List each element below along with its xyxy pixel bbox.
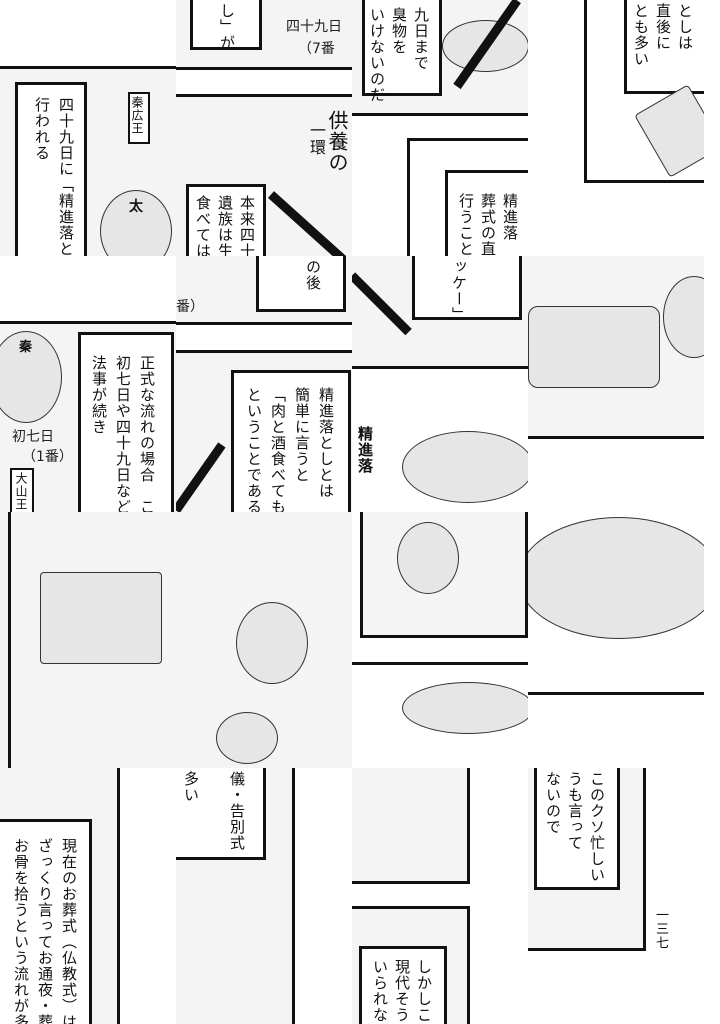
tile-r0c0: 四十九日に「精進落とし 行われる 秦広王 太 (0, 0, 176, 256)
caption-box: 四十九日に「精進落とし 行われる (15, 82, 87, 256)
altar-illustration (40, 572, 162, 664)
caption-text: 正式な流れの場合 こ (138, 355, 156, 512)
caption-text: 精進落 (501, 193, 519, 241)
food-plate-illustration (442, 20, 528, 72)
caption-handwritten: （7番 (298, 41, 335, 57)
caption-box: し」が (190, 0, 262, 51)
caption-box: の後 (256, 256, 346, 312)
caption-box: 儀・告別式・ 多い (176, 768, 266, 867)
caption-text: とも多い (632, 3, 650, 67)
tile-r0c2: 九日まで 臭物を いけないのだ 精進落 葬式の直 行うこと (352, 0, 528, 256)
caption-handwritten: 初七日 (12, 429, 54, 445)
side-text: 供養の (325, 110, 349, 173)
caption-text: 行うこと (457, 193, 475, 256)
panel (352, 768, 470, 884)
tile-r1c1: 番） の後 精進落としとは 簡単に言うと 「肉と酒食べてもオ ということである (176, 256, 352, 512)
king-label-text: 秦広王 (130, 96, 144, 135)
caption-text: 「肉と酒食べてもオ (269, 387, 287, 512)
caption-text: ッケー」 (450, 259, 468, 323)
plate-illustration (663, 276, 704, 358)
tile-r0c3: としは 直後に とも多い (528, 0, 704, 256)
caption-text: 儀・告別式・ (228, 771, 246, 867)
caption-text: このクソ忙しい (588, 771, 606, 883)
king-label-text: 大山王 (14, 472, 28, 511)
crown-text: 秦 (19, 340, 33, 355)
cross-out-line (352, 272, 412, 336)
tile-r2c0 (0, 512, 176, 768)
caption-box: 精進落 葬式の直 行うこと (445, 170, 528, 256)
king-label: 秦広王 (128, 92, 150, 144)
crown-text: 太 (129, 199, 143, 215)
caption-text: 食べては (194, 195, 212, 256)
caption-text: 初七日や四十九日など (114, 355, 132, 512)
caption-box: しかしこ 現代そう いられな (359, 946, 447, 1024)
caption-text: し」が (218, 3, 236, 51)
caption-box: 九日まで 臭物を いけないのだ (362, 0, 442, 103)
side-text: 一環 (307, 122, 326, 156)
caption-text: 現在のお葬式（仏教式）は (60, 838, 78, 1024)
caption-text: 九日まで (412, 7, 430, 71)
tile-r3c2: しかしこ 現代そう いられな (352, 768, 528, 1024)
cross-out-line (176, 442, 226, 512)
caption-text: 行われる (33, 97, 51, 161)
food-plate-illustration (402, 682, 528, 734)
caption-text: 現代そう (393, 959, 411, 1023)
caption-text: 遺族は生 (216, 195, 234, 256)
king-label: 大山王 (10, 468, 34, 512)
caption-text: しかしこ (415, 959, 433, 1023)
monk-illustration (236, 602, 308, 684)
king-illustration: 秦 (0, 331, 62, 423)
caption-box: としは 直後に とも多い (624, 0, 704, 94)
tile-r1c2: ッケー」 精進落 (352, 256, 528, 512)
caption-text: 簡単に言うと (293, 387, 311, 483)
food-box-illustration (634, 84, 704, 178)
caption-text: としは (676, 3, 694, 51)
caption-text: 本来四十 (238, 195, 256, 256)
flowers-illustration (216, 712, 278, 764)
tile-r2c1 (176, 512, 352, 768)
tile-r1c3 (528, 256, 704, 512)
food-box-illustration (528, 306, 660, 388)
caption-text: 臭物を (390, 7, 408, 55)
tile-r3c0: 現在のお葬式（仏教式）は ざっくり言ってお通夜・葬 お骨を拾うという流れが多 (0, 768, 176, 1024)
caption-box: ッケー」 (412, 256, 522, 323)
caption-text: の後 (304, 259, 322, 291)
caption-text: お骨を拾うという流れが多 (12, 838, 30, 1024)
caption-text: ないので (544, 771, 562, 835)
caption-handwritten: 四十九日 (286, 19, 342, 35)
tile-r3c3: このクソ忙しい うも言って ないので 一三七 (528, 768, 704, 1024)
caption-box: 現在のお葬式（仏教式）は ざっくり言ってお通夜・葬 お骨を拾うという流れが多 (0, 819, 92, 1024)
caption-box: このクソ忙しい うも言って ないので (534, 768, 620, 890)
caption-text: いられな (371, 959, 389, 1023)
page-number: 一三七 (653, 908, 668, 950)
caption-text: ということである (245, 387, 263, 512)
tile-r0c1: し」が 四十九日 （7番 供養の 一環 本来四十 遺族は生 食べては (176, 0, 352, 256)
caption-box: 精進落としとは 簡単に言うと 「肉と酒食べてもオ ということである (231, 370, 351, 512)
caption-box: 本来四十 遺族は生 食べては (186, 184, 266, 256)
platter-illustration (528, 517, 704, 639)
caption-text: 精進落としとは (317, 387, 335, 499)
tile-r2c3 (528, 512, 704, 768)
caption-text: 四十九日に「精進落とし (57, 97, 75, 256)
tile-r3c1: 儀・告別式・ 多い (176, 768, 352, 1024)
flower-vase-illustration (397, 522, 459, 594)
caption-handwritten: （1番） (22, 449, 73, 465)
caption-box: 正式な流れの場合 こ 初七日や四十九日など 法事が続き (78, 332, 174, 512)
caption-text: うも言って (566, 771, 584, 851)
caption-handwritten: 番） (176, 299, 204, 315)
caption-text: 直後に (654, 3, 672, 51)
king-illustration: 太 (100, 190, 172, 256)
caption-text: 精進落 (356, 426, 374, 474)
cross-out-line (267, 191, 352, 256)
tile-r2c2 (352, 512, 528, 768)
caption-text: いけないのだ (368, 7, 386, 103)
food-illustration (402, 431, 528, 503)
caption-text: ざっくり言ってお通夜・葬 (36, 838, 54, 1024)
caption-text: 多い (182, 771, 200, 803)
caption-text: 法事が続き (90, 355, 108, 435)
tile-r1c0: 秦 初七日 （1番） 大山王 正式な流れの場合 こ 初七日や四十九日など 法事が… (0, 256, 176, 512)
caption-text: 葬式の直 (479, 193, 497, 256)
